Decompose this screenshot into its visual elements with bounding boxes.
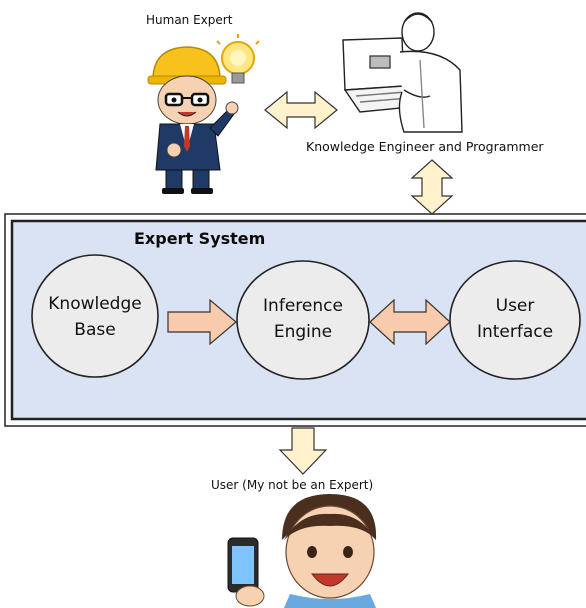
inference-engine-node <box>236 260 370 380</box>
inference-engine-line1: Inference <box>263 296 343 316</box>
user-illustration <box>227 494 377 608</box>
engineer-label: Knowledge Engineer and Programmer <box>306 139 544 154</box>
system-to-user-arrow <box>278 427 328 475</box>
system-outer-border <box>4 213 586 427</box>
user-interface-label: User Interface <box>450 293 580 345</box>
human-expert-label: Human Expert <box>146 13 233 27</box>
kb-to-ie-arrow <box>167 298 237 346</box>
engineer-illustration <box>342 12 463 133</box>
user-label: User (My not be an Expert) <box>211 478 374 492</box>
knowledge-base-label: Knowledge Base <box>30 291 160 343</box>
inference-engine-line2: Engine <box>273 322 333 342</box>
inference-engine-label: Inference Engine <box>238 293 368 345</box>
engineer-system-double-arrow <box>410 159 454 215</box>
knowledge-base-line1: Knowledge <box>48 294 142 314</box>
knowledge-base-node <box>31 254 159 378</box>
expert-system-title: Expert System <box>134 229 266 248</box>
user-interface-node <box>449 260 581 380</box>
human-expert-illustration <box>147 34 260 194</box>
user-interface-line2: Interface <box>476 322 554 342</box>
expert-engineer-double-arrow <box>264 90 338 130</box>
user-interface-line1: User <box>495 296 535 316</box>
ie-ui-double-arrow <box>369 298 451 346</box>
knowledge-base-line2: Base <box>74 320 116 340</box>
